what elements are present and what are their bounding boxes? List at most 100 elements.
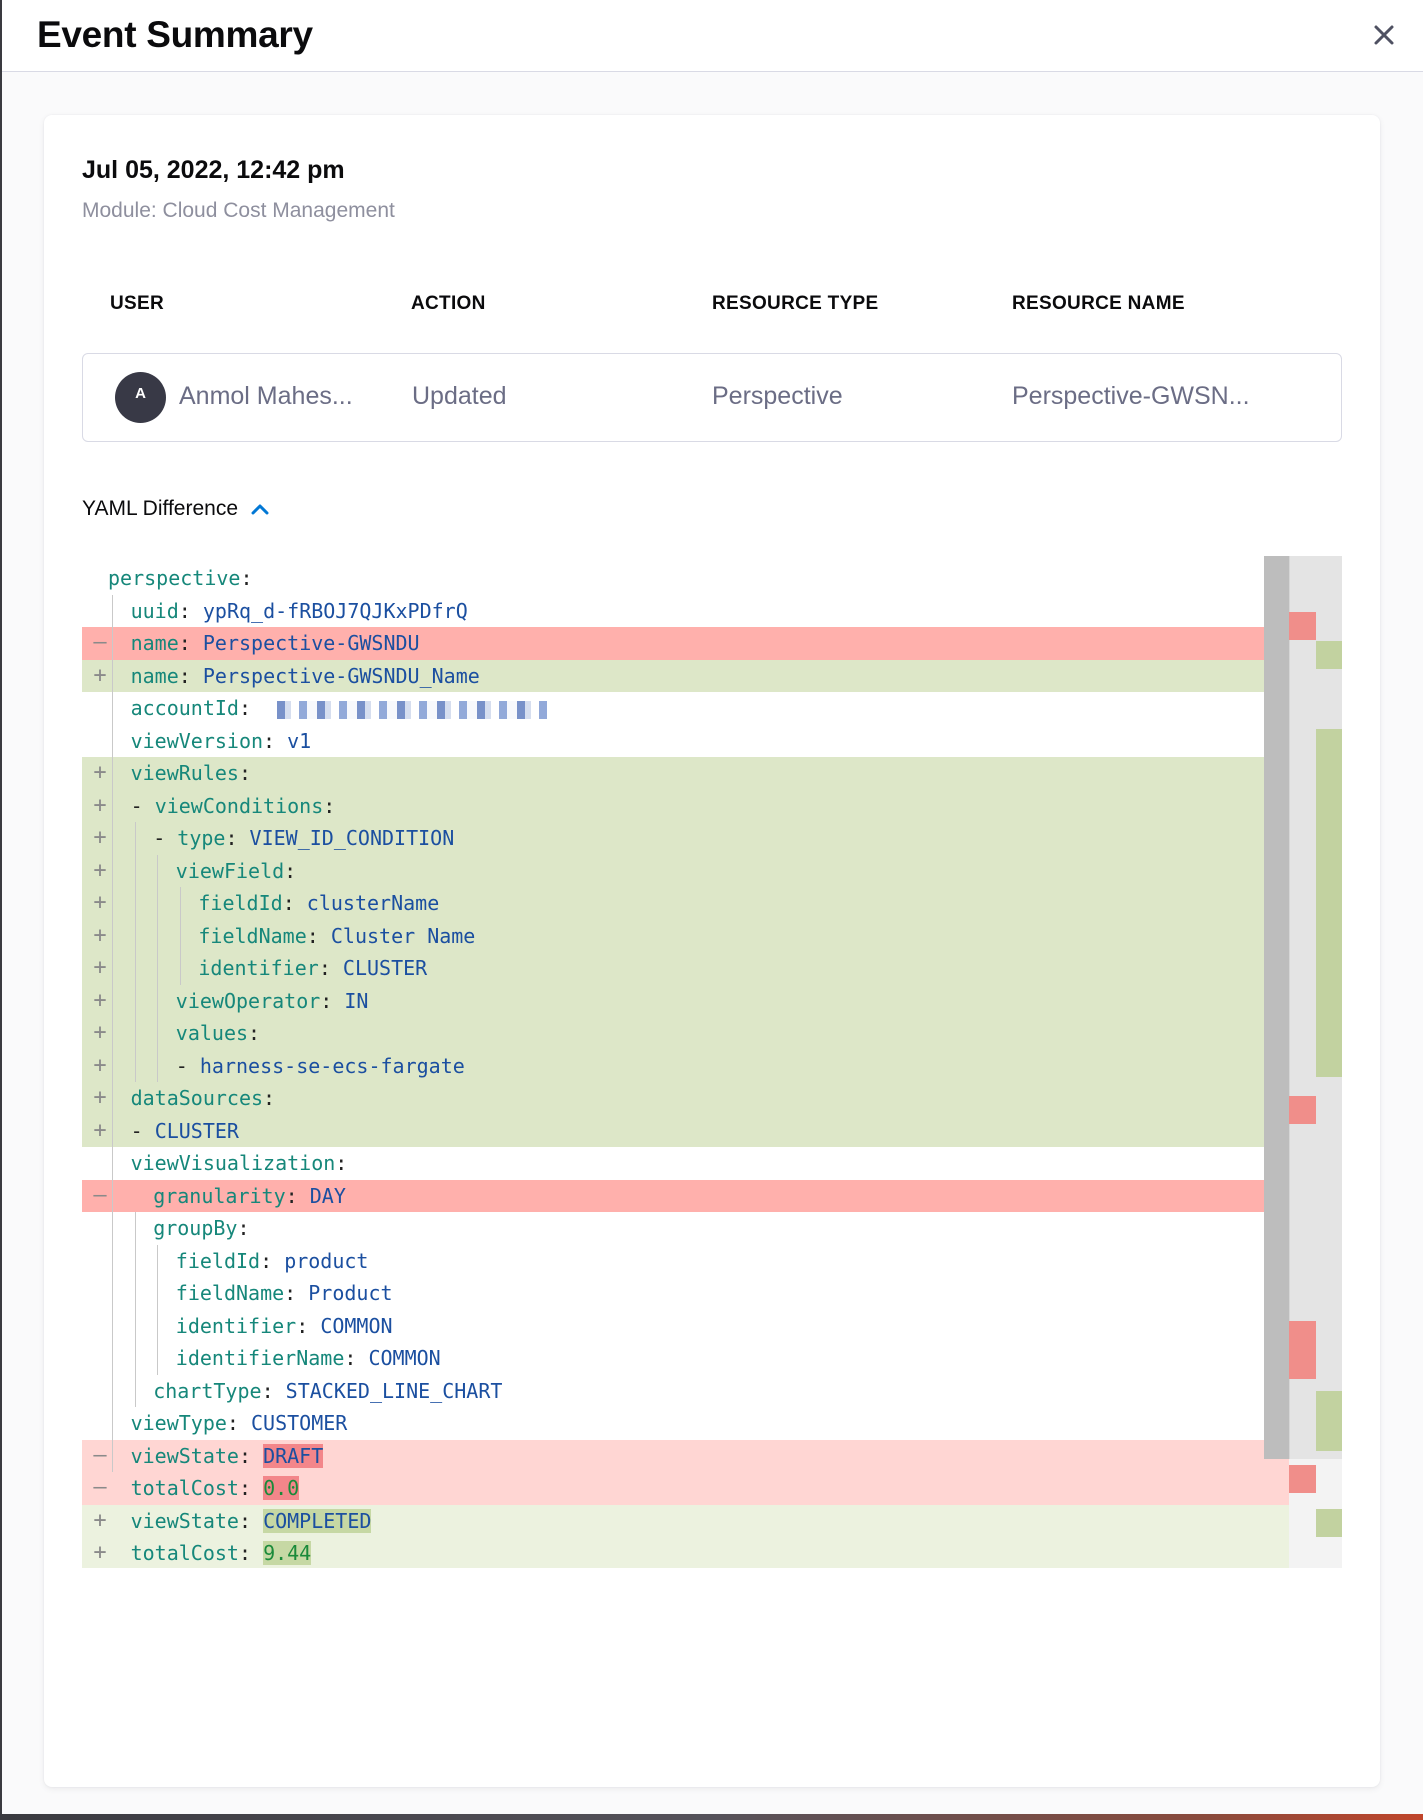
yaml-key: fieldName (175, 1281, 285, 1305)
diff-line: fieldId: product (82, 1245, 1289, 1278)
diff-line-code: perspective: (108, 566, 253, 590)
diff-gutter-marker: + (93, 1020, 107, 1045)
diff-gutter-marker: + (93, 857, 107, 883)
diff-line: viewVersion: v1 (82, 725, 1289, 758)
diff-line: uuid: ypRq_d-fRBOJ7QJKxPDfrQ (82, 595, 1289, 628)
indent-guide (157, 1244, 159, 1375)
yaml-key: fieldId (198, 891, 283, 915)
avatar: A (115, 372, 166, 423)
diff-gutter-marker: + (93, 955, 107, 980)
diff-line: +- type: VIEW_ID_CONDITION (82, 822, 1289, 855)
yaml-key: viewOperator (175, 988, 321, 1013)
yaml-value: ypRq_d-fRBOJ7QJKxPDfrQ (202, 598, 468, 623)
diff-line: fieldName: Product (82, 1277, 1289, 1310)
diff-gutter-marker: + (93, 1052, 107, 1078)
column-header-resource-type: RESOURCE TYPE (712, 293, 879, 314)
indent-guide (179, 887, 181, 985)
yaml-key: granularity (153, 1183, 286, 1208)
close-button[interactable] (1367, 18, 1401, 52)
diff-line: +viewState: COMPLETED (82, 1504, 1289, 1537)
diff-line-code: viewRules: (130, 761, 252, 785)
diff-gutter-marker: + (93, 1117, 107, 1143)
diff-gutter-marker: + (93, 922, 107, 948)
column-header-resource-name: RESOURCE NAME (1012, 293, 1185, 314)
diff-line-code: name: Perspective-GWSNDU (130, 631, 420, 655)
diff-line: identifierName: COMMON (82, 1342, 1289, 1375)
diff-line-code: chartType: STACKED_LINE_CHART (153, 1378, 503, 1403)
event-module: Module: Cloud Cost Management (82, 199, 395, 222)
diff-gutter-marker: + (93, 760, 107, 785)
diff-gutter-marker: + (93, 987, 107, 1013)
yaml-key: viewVersion (130, 728, 264, 753)
yaml-value: IN (344, 988, 369, 1013)
diff-line: +fieldName: Cluster Name (82, 919, 1289, 952)
diff-line-code: - viewConditions: (130, 793, 336, 818)
diff-line-code: - harness-se-ecs-fargate (175, 1053, 465, 1078)
table-row: A Anmol Mahes... Updated Perspective Per… (82, 353, 1342, 442)
diff-line: —name: Perspective-GWSNDU (82, 627, 1289, 660)
yaml-value: harness-se-ecs-fargate (199, 1053, 465, 1078)
diff-line-code: viewType: CUSTOMER (130, 1411, 348, 1435)
ruler-deletion-mark (1289, 1096, 1316, 1124)
diff-line: +totalCost: 9.44 (82, 1537, 1289, 1568)
diff-gutter-marker: + (93, 890, 107, 915)
ruler-deletion-mark (1289, 612, 1316, 640)
diff-line-code: viewVisualization: (130, 1151, 348, 1175)
diff-line-code: viewState: COMPLETED (130, 1508, 372, 1533)
diff-line: accountId: (82, 692, 1289, 725)
yaml-key: groupBy (153, 1216, 238, 1240)
yaml-diff-editor[interactable]: +totalCost: 9.44+viewState: COMPLETED—to… (82, 556, 1342, 1568)
yaml-key: identifier (175, 1313, 297, 1338)
yaml-value: COMMON (368, 1346, 441, 1370)
redacted-value (277, 700, 548, 719)
diff-line: +name: Perspective-GWSNDU_Name (82, 659, 1289, 692)
diff-line-code: fieldId: product (175, 1248, 369, 1273)
yaml-value: v1 (287, 728, 312, 753)
diff-line: +values: (82, 1017, 1289, 1050)
diff-line-code: granularity: DAY (153, 1183, 346, 1208)
window-left-edge (0, 0, 2, 1820)
yaml-value: COMPLETED (263, 1508, 372, 1533)
yaml-key: totalCost (130, 1541, 239, 1565)
yaml-key: values (175, 1021, 249, 1045)
diff-line: +identifier: CLUSTER (82, 952, 1289, 985)
diff-line-code: viewOperator: IN (175, 988, 369, 1013)
user-name: Anmol Mahes... (179, 382, 353, 410)
diff-line: + - CLUSTER (82, 1114, 1289, 1147)
yaml-value: product (284, 1248, 369, 1273)
diff-line-code: - CLUSTER (130, 1118, 239, 1143)
editor-scrollbar[interactable] (1264, 556, 1289, 1459)
diff-gutter-marker: + (93, 825, 107, 850)
yaml-key: name (130, 631, 179, 655)
yaml-key: perspective (108, 566, 241, 590)
diff-line: —totalCost: 0.0 (82, 1472, 1289, 1505)
ruler-deletion-mark (1289, 1465, 1316, 1493)
yaml-key: identifier (198, 956, 319, 980)
window-bottom-edge (0, 1814, 1423, 1820)
yaml-value: clusterName (306, 891, 440, 915)
ruler-addition-mark (1316, 1391, 1342, 1451)
yaml-value: Product (308, 1281, 393, 1305)
action-value: Updated (412, 382, 507, 410)
diff-line-code: fieldName: Product (175, 1281, 393, 1305)
yaml-value: CLUSTER (342, 956, 428, 980)
diff-line-code: totalCost: 0.0 (130, 1476, 300, 1500)
yaml-value: DAY (309, 1183, 346, 1208)
diff-line: +dataSources: (82, 1082, 1289, 1115)
resource-type-value: Perspective (712, 382, 843, 410)
resource-name-value: Perspective-GWSN... (1012, 382, 1250, 410)
diff-line-code: groupBy: (153, 1216, 250, 1240)
yaml-key: identifierName (175, 1346, 345, 1370)
yaml-key: uuid (130, 598, 179, 623)
ruler-addition-mark (1316, 641, 1342, 669)
yaml-value: STACKED_LINE_CHART (285, 1378, 503, 1403)
diff-line: chartType: STACKED_LINE_CHART (82, 1375, 1289, 1408)
yaml-value: 0.0 (263, 1476, 300, 1500)
column-header-action: ACTION (411, 293, 486, 314)
diff-line: +viewField: (82, 854, 1289, 887)
diff-gutter-marker: — (93, 1442, 107, 1468)
yaml-key: viewConditions (154, 793, 324, 818)
yaml-difference-toggle[interactable]: YAML Difference (82, 497, 270, 521)
yaml-key: type (177, 826, 226, 850)
yaml-key: accountId (130, 696, 239, 720)
